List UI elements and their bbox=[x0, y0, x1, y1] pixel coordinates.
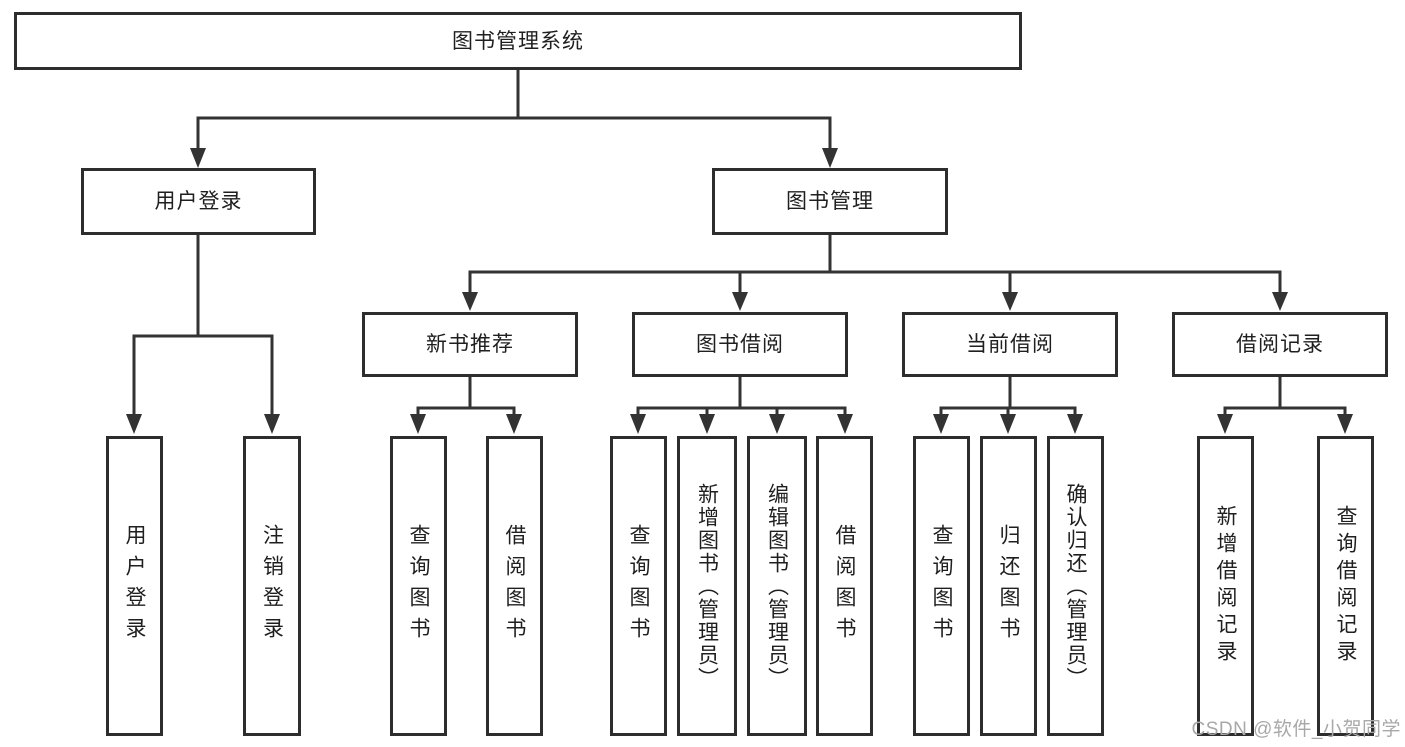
node-root: 图书管理系统 bbox=[14, 12, 1022, 70]
leaf-cb-confirm-return-admin: 确认归还（管理员） bbox=[1047, 436, 1104, 736]
node-book-borrow: 图书借阅 bbox=[632, 312, 848, 377]
node-user-login: 用户登录 bbox=[81, 168, 316, 235]
leaf-logout: 注销登录 bbox=[243, 436, 301, 736]
leaf-bb-query-book: 查询图书 bbox=[610, 436, 667, 736]
leaf-bb-add-book-admin: 新增图书（管理员） bbox=[677, 436, 737, 736]
connector-book-management bbox=[462, 235, 1288, 311]
connector-user-login bbox=[126, 235, 280, 434]
leaf-cb-return-book: 归还图书 bbox=[980, 436, 1037, 736]
leaf-br-query-borrow-record: 查询借阅记录 bbox=[1317, 436, 1374, 736]
connector-borrow-records bbox=[1217, 377, 1353, 434]
leaf-bb-borrow-book: 借阅图书 bbox=[816, 436, 873, 736]
node-borrow-records: 借阅记录 bbox=[1172, 312, 1388, 377]
leaf-bb-edit-book-admin: 编辑图书（管理员） bbox=[747, 436, 807, 736]
csdn-watermark: CSDN @软件_小贺同学 bbox=[1191, 719, 1401, 740]
connector-book-borrow bbox=[630, 377, 853, 434]
leaf-br-add-borrow-record: 新增借阅记录 bbox=[1197, 436, 1254, 736]
node-current-borrow: 当前借阅 bbox=[902, 312, 1118, 377]
node-book-management: 图书管理 bbox=[712, 168, 948, 235]
node-new-book-recommend: 新书推荐 bbox=[362, 312, 578, 377]
connector-current-borrow bbox=[933, 377, 1083, 434]
connector-root bbox=[190, 70, 838, 168]
leaf-rec-borrow-book: 借阅图书 bbox=[486, 436, 543, 736]
connector-new-book-recommend bbox=[410, 377, 522, 434]
leaf-rec-query-book: 查询图书 bbox=[390, 436, 447, 736]
leaf-user-login: 用户登录 bbox=[106, 436, 163, 736]
leaf-cb-query-book: 查询图书 bbox=[913, 436, 970, 736]
